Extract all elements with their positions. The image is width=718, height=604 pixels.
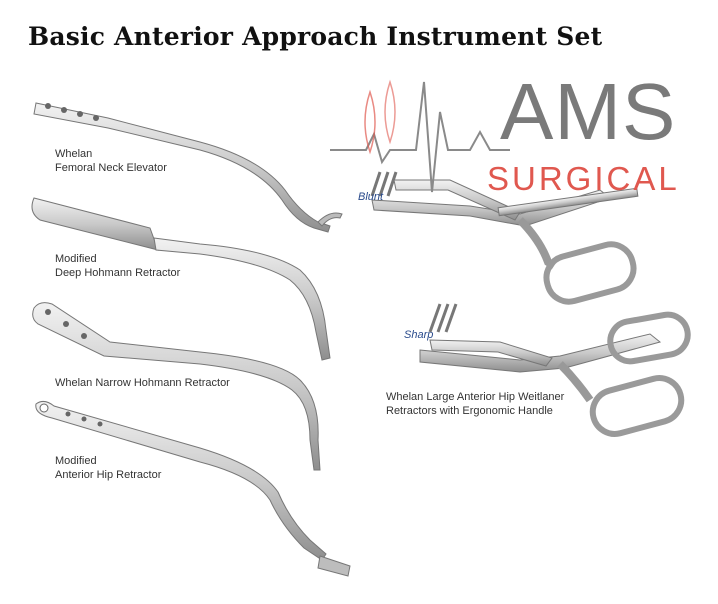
label-line: Modified	[55, 253, 97, 265]
label-line: Deep Hohmann Retractor	[55, 267, 181, 279]
sharp-tag: Sharp	[404, 329, 434, 341]
label-line: Whelan	[55, 148, 93, 160]
label-line: Modified	[55, 455, 97, 467]
deep-hohmann-retractor-image	[31, 197, 331, 361]
page-title: Basic Anterior Approach Instrument Set	[28, 22, 603, 51]
logo-text-ams: AMS	[500, 67, 677, 156]
label-line: Retractors with Ergonomic Handle	[386, 405, 553, 417]
blunt-weitlaner-retractor-image	[370, 171, 639, 305]
deep-hohmann-retractor-label: Modified Deep Hohmann Retractor	[55, 252, 180, 280]
heartbeat-line-icon	[330, 79, 510, 193]
weitlaner-retractor-label: Whelan Large Anterior Hip Weitlaner Retr…	[386, 390, 564, 418]
narrow-hohmann-retractor-label: Whelan Narrow Hohmann Retractor	[55, 376, 230, 390]
blunt-tag: Blunt	[358, 191, 384, 203]
anterior-hip-retractor-image	[35, 400, 351, 577]
label-line: Whelan Large Anterior Hip Weitlaner	[386, 391, 565, 403]
ams-surgical-logo: AMS SURGICAL	[330, 62, 718, 212]
narrow-hohmann-retractor-image	[32, 302, 321, 471]
label-line: Whelan Narrow Hohmann Retractor	[55, 377, 230, 389]
logo-text-surgical: SURGICAL	[487, 160, 680, 197]
femoral-neck-elevator-label: Whelan Femoral Neck Elevator	[55, 147, 167, 175]
femoral-neck-elevator-image	[33, 102, 343, 233]
label-line: Femoral Neck Elevator	[55, 162, 167, 174]
anterior-hip-retractor-label: Modified Anterior Hip Retractor	[55, 454, 161, 482]
sharp-weitlaner-retractor-image	[419, 303, 691, 437]
label-line: Anterior Hip Retractor	[55, 469, 162, 481]
